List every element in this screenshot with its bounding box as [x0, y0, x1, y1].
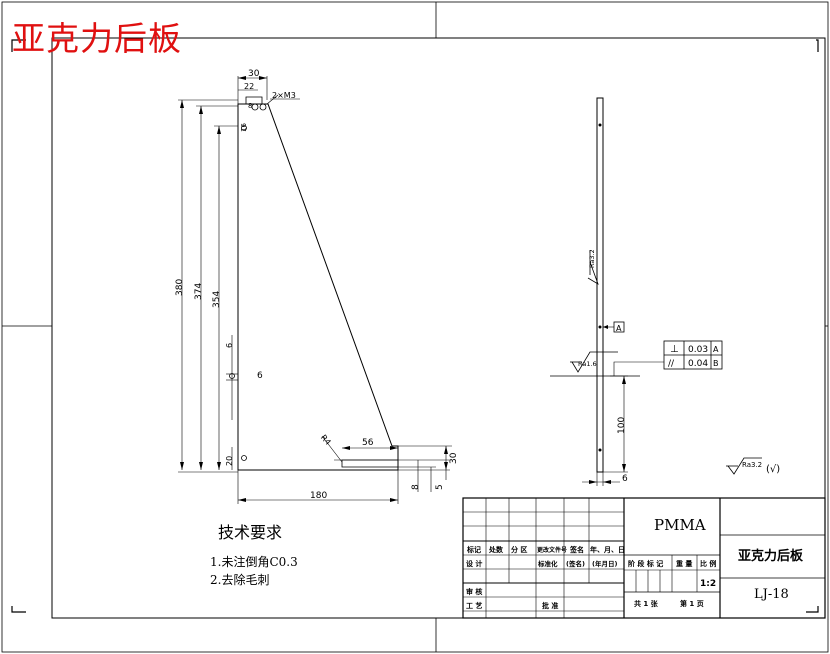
- tb-label-change: 更改文件号: [537, 546, 567, 554]
- dim-height-354: 354: [212, 291, 222, 308]
- tb-scale: 1:2: [700, 579, 716, 589]
- dim-slot-6-v: 6: [225, 343, 234, 348]
- roughness-ra16: Ra1.6: [578, 360, 597, 368]
- tb-label-zone: 分 区: [511, 545, 527, 554]
- tb-process: 工 艺: [466, 601, 482, 610]
- tb-label-mark: 标记: [466, 545, 481, 554]
- roughness-ra32-side: Ra3.2: [588, 249, 596, 268]
- tb-material: PMMA: [654, 516, 706, 534]
- dim-hole-offset-h: 16: [240, 123, 248, 132]
- tolerance-symbol-2: //: [668, 359, 675, 369]
- tb-sign: (签名): [566, 559, 585, 568]
- front-view-dimensions: 30 22 2×M3 8 16 380 374 354 6 6 20 R4 56…: [175, 69, 459, 501]
- dim-height-100: 100: [617, 417, 627, 434]
- general-roughness-value: Ra3.2: [742, 461, 762, 469]
- dim-base-width: 180: [310, 491, 327, 501]
- tb-sheet-total: 共 1 张: [634, 599, 659, 608]
- tb-sheet-no: 第 1 页: [680, 599, 704, 608]
- dim-overall-height: 380: [175, 279, 185, 296]
- tb-label-count: 处数: [488, 545, 504, 554]
- tb-label-sign: 签名: [569, 545, 584, 554]
- tolerance-datum-2: B: [713, 359, 719, 368]
- title-block-text: 标记 处数 分 区 更改文件号 签名 年、月、日 设 计 标准化 (签名) (年…: [466, 516, 804, 610]
- tech-item-1: 1.未注倒角C0.3: [210, 554, 298, 569]
- tolerance-symbol-1: ⊥: [670, 344, 679, 355]
- dim-thickness: 6: [622, 474, 628, 484]
- tech-heading: 技术要求: [218, 523, 282, 542]
- tb-stage-label: 阶 段 标 记: [628, 559, 663, 568]
- tb-standardize: 标准化: [537, 559, 558, 568]
- dim-hole-offset-v: 8: [248, 102, 252, 110]
- tb-part-name: 亚克力后板: [738, 548, 804, 564]
- tb-review: 审 核: [466, 587, 482, 596]
- dim-8: 8: [411, 484, 421, 490]
- tech-requirements: 技术要求 1.未注倒角C0.3 2.去除毛刺: [210, 523, 298, 587]
- dim-slot-height: 30: [449, 452, 459, 464]
- tb-drawing-no: LJ-18: [754, 587, 789, 602]
- dim-5: 5: [435, 484, 445, 490]
- part-outline: [237, 103, 399, 471]
- watermark-title: 亚克力后板: [12, 19, 182, 58]
- general-roughness-suffix: (√): [766, 464, 780, 475]
- dim-base-20: 20: [225, 456, 234, 466]
- tb-label-date: 年、月、日: [590, 545, 625, 554]
- title-block: [462, 497, 826, 619]
- tapped-hole: [259, 103, 267, 111]
- dim-radius: R4: [319, 433, 333, 447]
- tolerance-datum-1: A: [713, 345, 719, 354]
- tolerance-value-2: 0.04: [688, 359, 708, 369]
- dim-height-374: 374: [194, 283, 204, 300]
- general-roughness: Ra3.2 (√): [726, 457, 780, 475]
- side-view: [550, 97, 723, 486]
- tb-date: (年月日): [592, 559, 617, 568]
- datum-a-label: A: [616, 324, 622, 333]
- dim-thread-note: 2×M3: [272, 91, 296, 100]
- front-view: [178, 76, 452, 504]
- base-slot: [341, 459, 399, 468]
- dim-slot-6-h: 6: [257, 371, 263, 381]
- tb-design: 设 计: [466, 559, 482, 568]
- tolerance-value-1: 0.03: [688, 345, 708, 355]
- tb-scale-label: 比 例: [700, 559, 716, 568]
- dim-top-inner: 22: [244, 82, 254, 91]
- tb-weight-label: 重 量: [676, 559, 692, 568]
- dim-top-width: 30: [248, 69, 260, 79]
- side-plate: [596, 97, 604, 473]
- tech-item-2: 2.去除毛刺: [210, 572, 269, 587]
- tapped-hole: [251, 103, 259, 111]
- tb-approve: 批 准: [542, 601, 558, 610]
- side-view-annotations: A Ra1.6 Ra3.2 100 6 ⊥ 0.03 A // 0.04 B: [578, 249, 719, 484]
- dim-slot-length: 56: [362, 438, 374, 448]
